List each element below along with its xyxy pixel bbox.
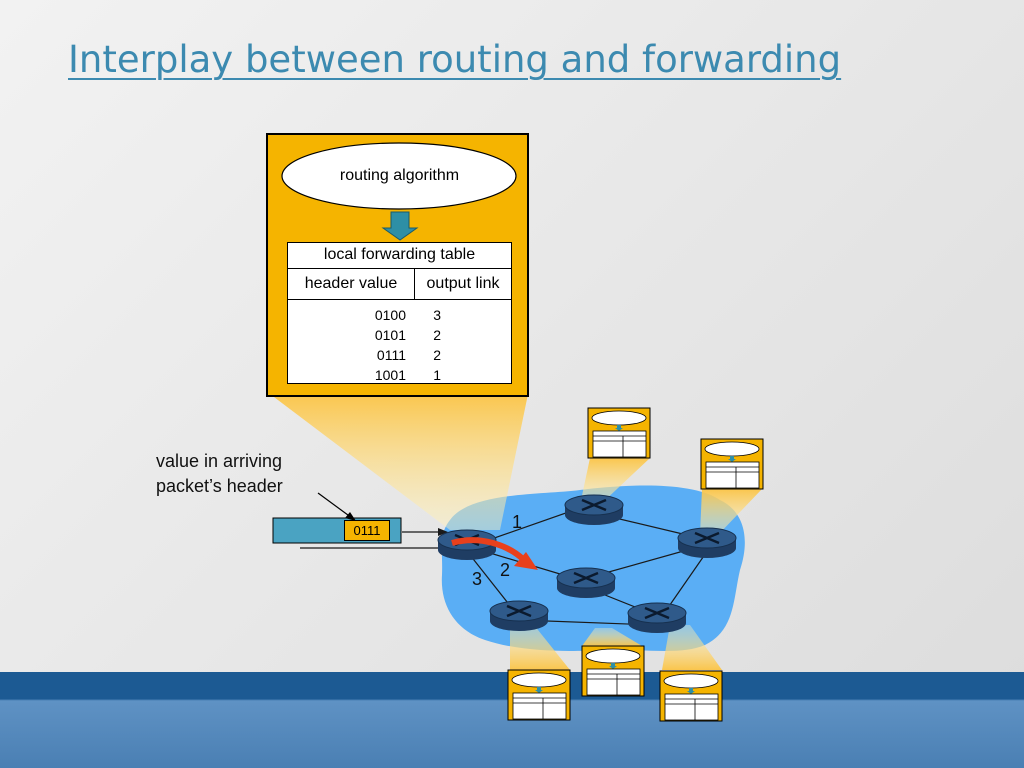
mini-router-box-5 <box>659 670 723 722</box>
beam-top-right <box>700 489 762 535</box>
column-header-value: header value <box>288 269 415 299</box>
forwarding-table-header: header value output link <box>288 269 511 300</box>
packet-header-callout: value in arriving packet’s header <box>156 449 283 499</box>
routing-algorithm-oval <box>281 142 517 210</box>
port-label-3: 3 <box>472 569 483 589</box>
output-link-cell: 3 <box>433 307 441 323</box>
forwarding-table-title: local forwarding table <box>288 243 511 269</box>
output-link-cell: 1 <box>433 367 441 383</box>
column-output-link: output link <box>426 275 500 292</box>
mini-router-box-1 <box>587 407 651 459</box>
table-row: 0111 2 <box>288 345 511 365</box>
router-top <box>564 494 624 525</box>
table-row: 1001 1 <box>288 365 511 385</box>
zoom-beam <box>270 394 528 530</box>
table-row: 0100 3 <box>288 305 511 325</box>
routing-algorithm-label: routing algorithm <box>339 167 460 184</box>
output-link-cell: 2 <box>433 347 441 363</box>
beam-bottom-1 <box>510 620 570 670</box>
packet-header-value: 0111 <box>344 520 390 541</box>
router-bottom-left <box>489 600 549 631</box>
port-label-2: 2 <box>500 560 511 580</box>
header-value-cell: 0100 <box>374 307 406 323</box>
mini-router-box-3 <box>507 669 571 721</box>
forwarding-arrow <box>451 537 527 563</box>
callout-pointer <box>317 492 353 519</box>
header-value-cell: 0111 <box>376 347 406 363</box>
table-row: 0101 2 <box>288 325 511 345</box>
header-value-cell: 0101 <box>374 327 406 343</box>
port-label-1: 1 <box>512 512 523 532</box>
mini-router-box-4 <box>581 645 645 697</box>
router-bottom-right <box>627 602 687 633</box>
router-right <box>677 527 737 558</box>
beam-bottom-2 <box>582 628 642 646</box>
incoming-arrowhead <box>438 528 448 536</box>
forwarding-arrowhead <box>514 552 538 570</box>
header-value-cell: 1001 <box>374 367 406 383</box>
beam-bottom-3 <box>662 625 722 670</box>
mini-router-box-2 <box>700 438 764 490</box>
callout-line-2: packet’s header <box>156 476 283 496</box>
router-middle <box>556 567 616 598</box>
callout-line-1: value in arriving <box>156 451 283 471</box>
beam-top-left <box>580 458 650 505</box>
slide-title: Interplay between routing and forwarding <box>68 38 842 81</box>
down-arrow-icon <box>381 211 419 241</box>
output-link-cell: 2 <box>433 327 441 343</box>
router-arrival <box>437 529 497 560</box>
forwarding-table: local forwarding table header value outp… <box>287 242 512 384</box>
